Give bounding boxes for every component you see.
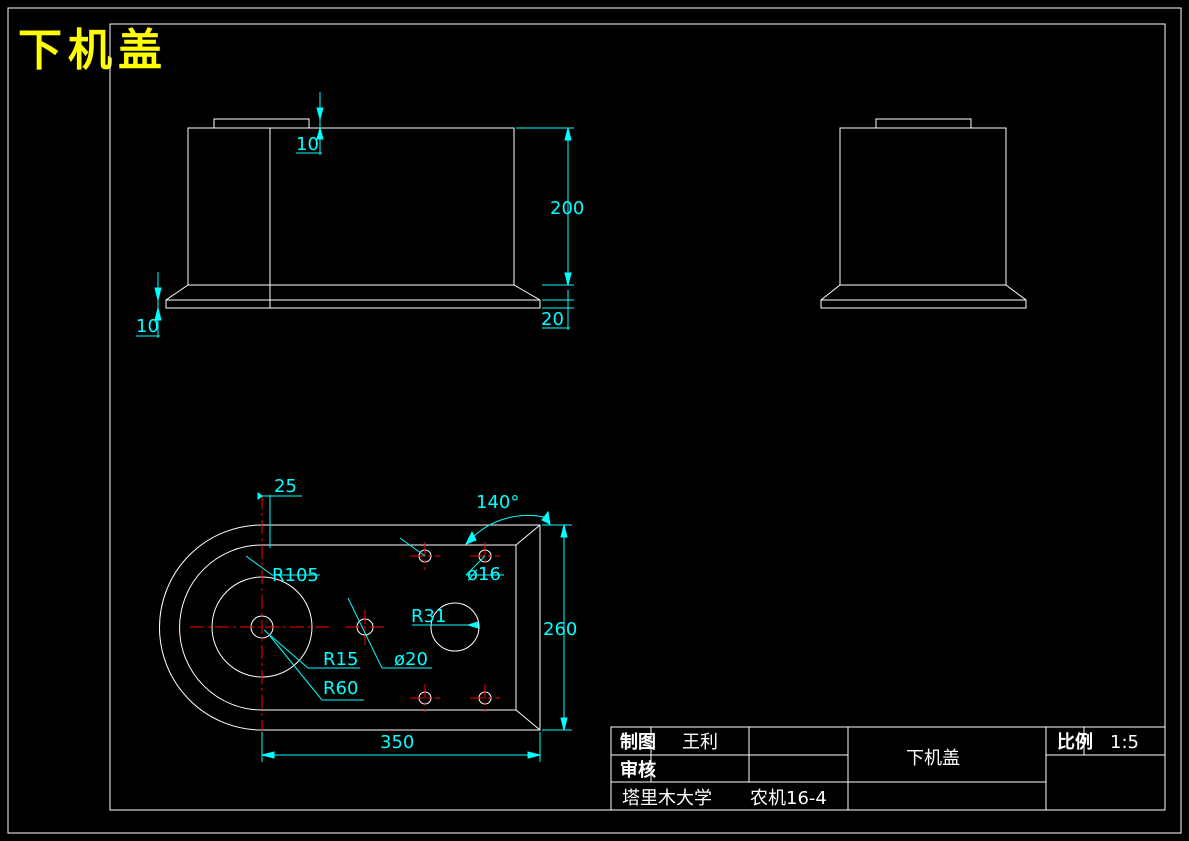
tb-name: 王利 bbox=[682, 732, 718, 753]
dim-bore-radius: R15 bbox=[323, 649, 358, 670]
tb-class: 农机16-4 bbox=[750, 788, 827, 809]
tb-part-name: 下机盖 bbox=[906, 748, 960, 769]
tb-school: 塔里木大学 bbox=[622, 788, 712, 809]
plan-outline bbox=[159, 524, 541, 731]
inner-border bbox=[109, 23, 1166, 811]
front-body bbox=[187, 127, 515, 286]
tb-scale-label: 比例 bbox=[1057, 731, 1093, 753]
side-view bbox=[820, 118, 1027, 309]
dim-outer-radius: R105 bbox=[272, 565, 319, 586]
dim-top-step: 10 bbox=[296, 134, 319, 155]
dim-offset: 25 bbox=[274, 476, 297, 497]
plan-dimensions bbox=[245, 492, 572, 762]
dim-angle: 140° bbox=[476, 492, 519, 513]
dim-length-horizontal: 350 bbox=[380, 732, 414, 753]
front-base bbox=[165, 284, 541, 309]
dim-height: 200 bbox=[550, 198, 584, 219]
outer-border bbox=[7, 7, 1182, 834]
center-lines bbox=[190, 495, 500, 740]
plan-inner-outline bbox=[179, 544, 517, 711]
hub-boss-circle bbox=[430, 602, 480, 652]
dim-hub-outer: R60 bbox=[323, 678, 358, 699]
dim-hole-small: ø16 bbox=[467, 564, 501, 585]
front-top-step bbox=[213, 118, 310, 129]
drawing-title: 下机盖 bbox=[18, 25, 168, 76]
tb-scale: 1:5 bbox=[1110, 732, 1139, 753]
dim-base-right: 20 bbox=[541, 309, 564, 330]
title-block bbox=[610, 726, 1166, 811]
front-view bbox=[165, 118, 541, 309]
dim-hole-mid: ø20 bbox=[394, 649, 428, 670]
dim-base-left: 10 bbox=[136, 316, 159, 337]
front-dimensions bbox=[136, 92, 574, 338]
dim-hub-radius: R31 bbox=[411, 606, 446, 627]
tb-checked-label: 审核 bbox=[620, 759, 656, 781]
dim-length-vertical: 260 bbox=[543, 619, 577, 640]
tb-drawn-label: 制图 bbox=[620, 732, 656, 753]
